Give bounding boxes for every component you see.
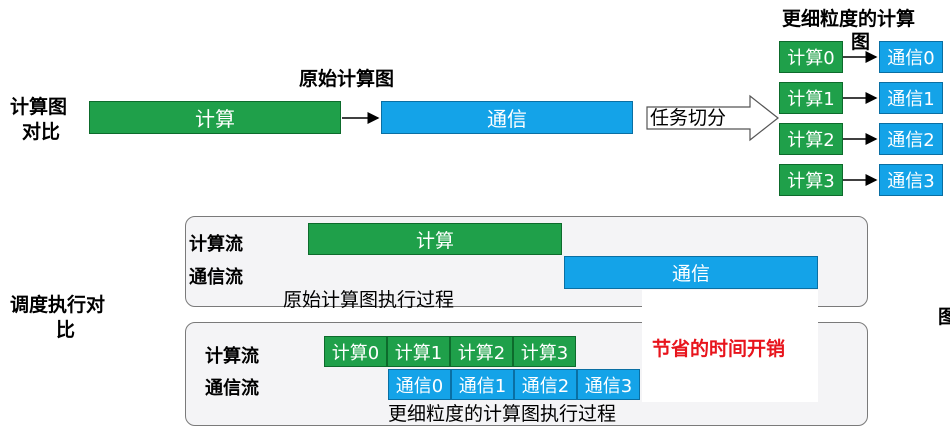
panel2-compute-2: 计算2 [450,336,513,367]
fine-compute-0: 计算0 [779,41,843,73]
saved-time-region [642,290,818,402]
fine-comm-1: 通信1 [879,82,943,114]
panel2-compute-3: 计算3 [513,336,576,367]
panel2-compute-1: 计算1 [387,336,450,367]
panel2-compute-0: 计算0 [324,336,387,367]
panel2-comm-3: 通信3 [577,369,640,400]
panel2-comm-stream-label: 通信流 [205,378,259,399]
fine-comm-0: 通信0 [879,41,943,73]
comm-block: 通信 [381,101,633,134]
panel2-comm-1: 通信1 [451,369,514,400]
compute-block: 计算 [89,101,341,134]
panel1-caption: 原始计算图执行过程 [283,289,455,311]
panel1-comm-stream-label: 通信流 [189,267,243,288]
fine-comm-3: 通信3 [879,164,943,196]
graph-compare-label-line2: 对比 [22,121,61,143]
panel1-compute-block: 计算 [308,223,562,255]
fine-compute-2: 计算2 [779,123,843,155]
fine-compute-3: 计算3 [779,164,843,196]
task-split-arrow [646,94,779,142]
fine-graph-title-line1: 更细粒度的计算 [782,8,916,30]
fine-compute-1: 计算1 [779,82,843,114]
graph-compare-label-line1: 计算图 [10,96,68,118]
comm-block-label: 通信 [487,107,527,131]
original-graph-title: 原始计算图 [299,68,395,90]
panel2-caption: 更细粒度的计算图执行过程 [388,403,617,425]
fine-comm-2: 通信2 [879,123,943,155]
edge-fragment-text: 图 [938,306,950,328]
panel1-compute-stream-label: 计算流 [189,234,243,255]
fine-graph-title-line2: 图 [851,31,871,53]
schedule-compare-label-line2: 比 [56,319,76,341]
panel2-comm-0: 通信0 [388,369,451,400]
schedule-compare-label-line1: 调度执行对 [10,294,106,316]
task-split-label: 任务切分 [650,107,727,129]
panel2-comm-2: 通信2 [514,369,577,400]
compute-block-label: 计算 [195,107,235,131]
saved-time-label: 节省的时间开销 [652,338,786,360]
panel2-compute-stream-label: 计算流 [205,346,259,367]
panel1-comm-block: 通信 [564,256,818,289]
